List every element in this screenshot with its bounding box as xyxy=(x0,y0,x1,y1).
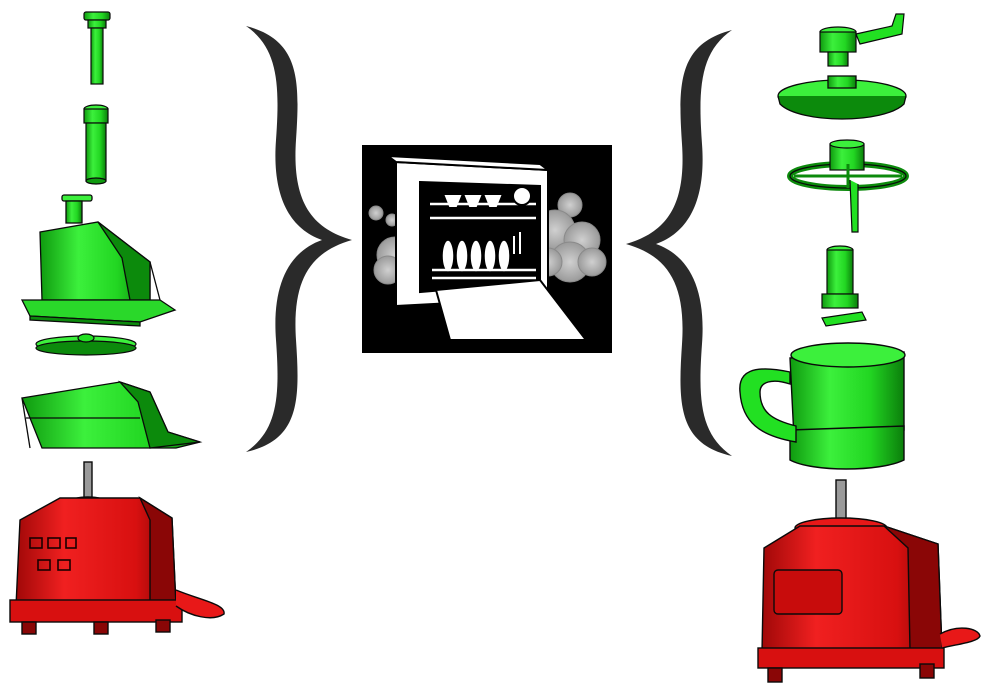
chute-lid xyxy=(22,382,200,448)
right-assembly xyxy=(740,14,980,682)
left-curly-brace xyxy=(626,30,732,456)
dishwasher-icon xyxy=(362,145,612,353)
feed-head xyxy=(22,195,175,326)
motor-base-left xyxy=(10,462,224,634)
pusher-small xyxy=(84,12,110,84)
motor-base-right xyxy=(758,480,980,682)
slicing-disc xyxy=(36,334,136,355)
pusher-large xyxy=(84,105,108,184)
left-assembly xyxy=(10,12,224,634)
right-curly-brace xyxy=(246,26,352,452)
bowl-with-handle xyxy=(740,343,905,469)
blade-stem xyxy=(822,246,866,326)
lid-handle-top xyxy=(820,14,904,66)
bowl-lid xyxy=(778,76,906,119)
disc-hub xyxy=(790,140,906,232)
